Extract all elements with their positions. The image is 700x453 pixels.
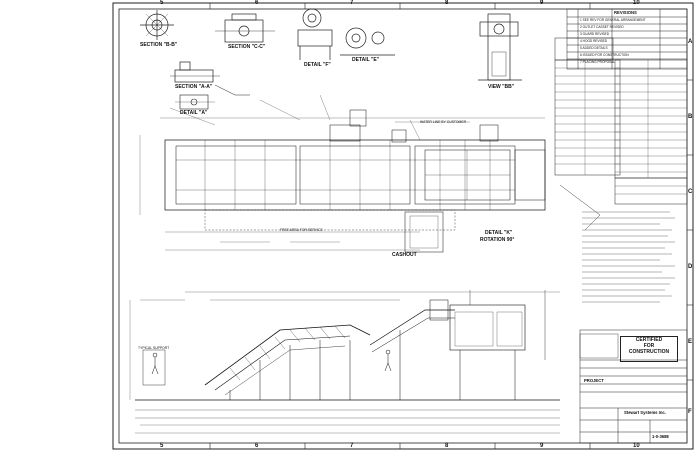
spec-tables: [554, 37, 688, 205]
zone-letter-d: D: [688, 264, 693, 270]
zone-number-bottom-5: 5: [160, 443, 164, 449]
zone-number-6: 6: [255, 0, 259, 6]
rotation-label: ROTATION 90°: [480, 237, 515, 243]
section-cc-label: SECTION "C-C": [228, 44, 266, 50]
certified-for-construction-stamp: CERTIFIED FOR CONSTRUCTION: [620, 336, 678, 362]
section-bb-view: [140, 10, 174, 40]
section-cc-view: [215, 13, 275, 43]
zone-number-bottom-7: 7: [350, 443, 354, 449]
section-bb-label: SECTION "B-B": [140, 42, 178, 48]
detail-e-label: DETAIL "E": [352, 57, 380, 63]
free-area-annotation: FREE AREA FOR SERVICE: [280, 228, 323, 232]
zone-number-bottom-6: 6: [255, 443, 259, 449]
revision-row-7: 7 PLACING PROPOSAL: [580, 60, 616, 64]
detail-f-label: DETAIL "F": [304, 62, 331, 68]
typical-support-annotation: TYPICAL SUPPORT: [138, 346, 170, 350]
stamp-line-2: FOR: [643, 343, 655, 349]
elevation-view: [135, 290, 560, 419]
detail-e-view: [340, 27, 395, 56]
zone-number-bottom-10: 10: [633, 443, 640, 449]
drawing-number: 1-0-3688: [652, 434, 669, 439]
revision-row-1: 1 SEE REV FOR GENERAL ARRANGEMENT: [580, 18, 646, 22]
revision-table-grid: [566, 8, 688, 70]
zone-number-bottom-9: 9: [540, 443, 544, 449]
revision-row-5: 5 ADDED DETAILS: [580, 46, 608, 50]
zone-letter-a: A: [688, 39, 693, 45]
revision-row-3: 3 GUARD REVISED: [580, 32, 610, 36]
detail-f-view: [297, 8, 333, 60]
title-block-grid: [579, 329, 688, 444]
zone-number-bottom-8: 8: [445, 443, 449, 449]
general-notes-text-lines: [582, 211, 675, 303]
zone-letter-b: B: [688, 114, 693, 120]
plan-dimensions: [139, 94, 545, 251]
detail-a-label: DETAIL "A": [180, 110, 208, 116]
zone-letter-e: E: [688, 339, 693, 345]
revision-row-4: 4 HOOD REVISED: [580, 39, 608, 43]
outer-border: [112, 2, 694, 450]
plan-view-conveyor: [164, 109, 601, 253]
view-bb: [478, 13, 522, 81]
stamp-line-3: CONSTRUCTION: [628, 349, 670, 355]
zone-number-9: 9: [540, 0, 544, 6]
revision-table-header: REVISIONS: [614, 10, 637, 15]
detail-a-view: [175, 94, 215, 110]
company-name: Stewart Systems Inc.: [624, 410, 666, 415]
section-aa-label: SECTION "A-A": [175, 84, 213, 90]
zone-number-10: 10: [633, 0, 640, 6]
cashout-label: CASHOUT: [392, 252, 417, 258]
zone-number-7: 7: [350, 0, 354, 6]
zone-number-5: 5: [160, 0, 164, 6]
inner-border: [118, 8, 688, 444]
detail-k-label: DETAIL "K": [485, 230, 513, 236]
water-line-annotation: WATER LINE BY CUSTOMER: [420, 120, 467, 124]
project-label: PROJECT: [584, 378, 604, 383]
elevation-dimensions: [129, 291, 560, 434]
zone-number-8: 8: [445, 0, 449, 6]
zone-letter-f: F: [688, 409, 692, 415]
stamp-line-1: CERTIFIED: [635, 337, 663, 343]
revision-row-2: 2 OUTLET CASSET REVISED: [580, 25, 624, 29]
view-bb-label: VIEW "BB": [488, 84, 515, 90]
zone-letter-c: C: [688, 189, 693, 195]
section-aa-view: [170, 61, 250, 96]
revision-row-6: 6 ISSUED FOR CONSTRUCTION: [580, 53, 629, 57]
